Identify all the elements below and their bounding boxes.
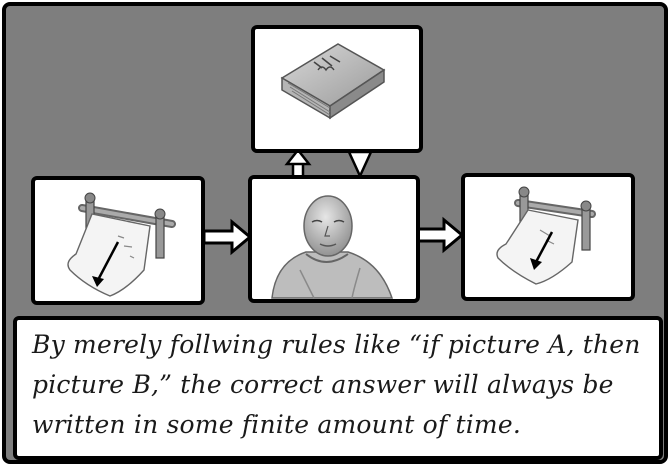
center-panel — [250, 177, 418, 301]
top-panel — [253, 27, 421, 151]
caption-text: By merely follwing rules like “if pictur… — [32, 325, 664, 445]
right-panel — [463, 175, 633, 299]
left-panel — [33, 178, 203, 303]
